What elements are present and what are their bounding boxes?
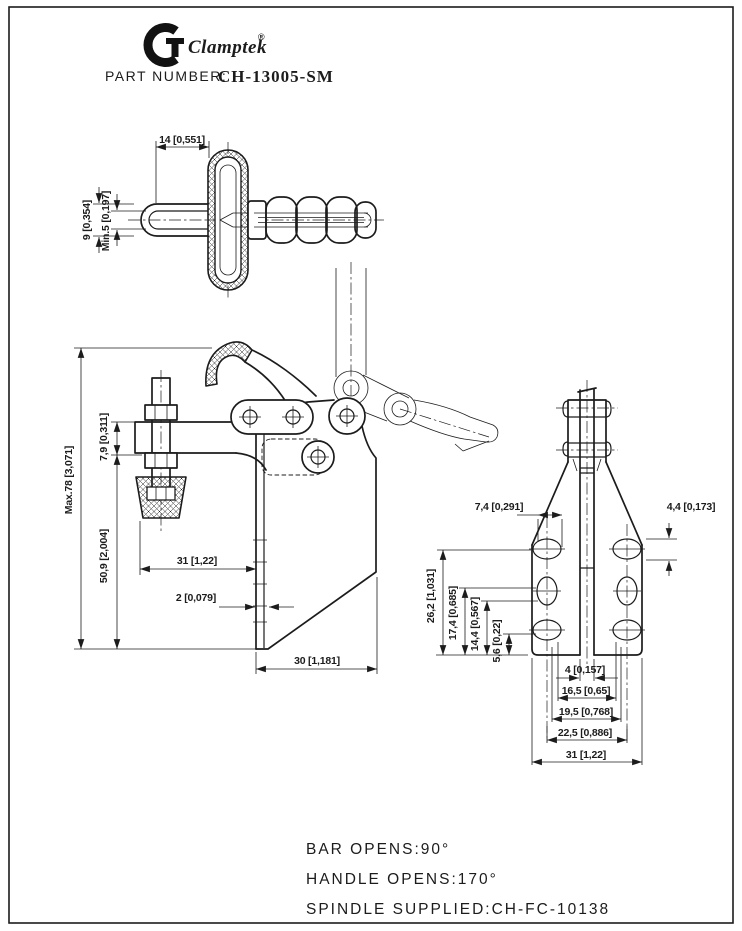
sheet-border <box>8 6 734 924</box>
plate-serrations <box>253 539 267 623</box>
bar-bore <box>148 210 208 230</box>
dim-label-14: 14 [0,551] <box>159 134 205 146</box>
ext-lines-44 <box>646 538 677 561</box>
slot-mid-right <box>616 576 638 606</box>
body-right-edge <box>255 425 377 650</box>
side-view: Max.78 [3,071] 7,9 [0,311] 50,9 [2,004] … <box>63 262 499 674</box>
bar-outline <box>140 203 209 237</box>
link-plate <box>230 399 314 435</box>
grip-cavity <box>214 156 242 284</box>
brand-header: Clamptek ® PART NUMBER: CH-13005-SM <box>105 23 334 86</box>
hole-crosshairs <box>239 405 358 428</box>
dim-label-min5: Min.5 [0,197] <box>100 191 112 251</box>
threaded-rod <box>254 212 368 228</box>
ext-lines-max78 <box>74 347 256 650</box>
phantom-boss-hole <box>342 379 360 397</box>
dim-label-56: 5,6 [0,22] <box>491 620 503 663</box>
clevis-pin-bumps <box>562 400 612 457</box>
dim-label-144: 14,4 [0,567] <box>469 597 481 651</box>
dim-label-30: 30 [1,181] <box>294 655 340 667</box>
dim-label-509: 50,9 [2,004] <box>98 529 110 583</box>
front-bar-breaks <box>580 467 594 569</box>
front-bar <box>577 387 597 656</box>
registered-mark: ® <box>258 32 265 42</box>
slot-crosshairs <box>529 548 645 631</box>
dim-label-b31: 31 [1,22] <box>566 749 606 761</box>
phantom-link-hole <box>391 400 409 418</box>
ext-lines-9 <box>93 203 134 237</box>
dim-label-79: 7,9 [0,311] <box>98 413 110 461</box>
dim-label-9: 9 [0,354] <box>81 200 93 240</box>
brand-name: Clamptek <box>188 37 267 58</box>
note-bar-opens: BAR OPENS:90° <box>306 841 450 858</box>
front-view: 7,4 [0,291] 4,4 [0,173] 26,2 [1,031] 17,… <box>425 380 716 766</box>
slot-mid-left <box>536 576 558 606</box>
dim-label-74: 7,4 [0,291] <box>475 501 524 513</box>
part-number-label: PART NUMBER: <box>105 68 227 84</box>
clevis-joints <box>568 416 606 458</box>
slot-bottom-left <box>532 619 562 641</box>
ext-lines-b165 <box>557 642 617 701</box>
slot-top-left <box>532 538 562 560</box>
part-number-value: CH-13005-SM <box>218 67 334 86</box>
phantom-open-handle <box>409 399 499 443</box>
rod-end-arc <box>363 212 372 228</box>
ext-lines-b195 <box>551 647 622 722</box>
dim-label-b165: 16,5 [0,65] <box>562 685 611 697</box>
dim-label-262: 26,2 [1,031] <box>425 569 437 623</box>
ext-lines-b4 <box>579 659 595 681</box>
slot-top-right <box>612 538 642 560</box>
rib-2 <box>295 196 328 244</box>
base-left <box>531 544 581 656</box>
rod-tip <box>219 212 252 228</box>
clamptek-logo-icon <box>143 23 184 67</box>
phantom-handle-tip <box>454 440 490 452</box>
slot-bottom-right <box>612 619 642 641</box>
clevis-outline <box>567 399 607 463</box>
notes-block: BAR OPENS:90° HANDLE OPENS:170° SPINDLE … <box>306 841 610 918</box>
front-centerlines <box>546 380 628 742</box>
phantom-handle-vertical <box>335 268 367 377</box>
ext-lines-14 <box>155 141 210 203</box>
dim-label-31: 31 [1,22] <box>177 555 217 567</box>
dim-label-2: 2 [0,079] <box>176 592 216 604</box>
nut-upper-facets <box>154 405 168 420</box>
ext-lines-b31 <box>531 658 643 765</box>
dim-label-b4: 4 [0,157] <box>565 664 605 676</box>
note-spindle-supplied: SPINDLE SUPPLIED:CH-FC-10138 <box>306 901 610 918</box>
handle-end-cap <box>354 201 377 239</box>
top-view: 14 [0,551] 9 [0,354] Min.5 [0,197] <box>81 134 384 298</box>
lever-upper-edge <box>251 349 317 397</box>
spindle-nut-lower <box>144 452 178 469</box>
lower-pivot-cross <box>307 446 329 468</box>
spindle-nut-upper <box>144 404 178 421</box>
ext-lines-74 <box>517 514 563 547</box>
phantom-open-centerline <box>399 408 490 438</box>
rib-1 <box>265 196 298 244</box>
dim-label-44: 4,4 [0,173] <box>667 501 716 513</box>
nut-lower-facets <box>154 453 168 468</box>
ext-lines-left-chain <box>436 549 538 656</box>
rib-3 <box>325 196 358 244</box>
base-right <box>593 544 643 656</box>
dim-label-174: 17,4 [0,685] <box>447 586 459 640</box>
lever-lower-edge <box>244 361 287 403</box>
dim-label-b225: 22,5 [0,886] <box>558 727 612 739</box>
ferrule <box>247 200 267 240</box>
dim-label-b195: 19,5 [0,768] <box>559 706 613 718</box>
foot-nut-facets <box>155 487 167 500</box>
phantom-link-boss <box>383 392 417 426</box>
clevis-weld-ticks <box>572 458 602 472</box>
foot-nut <box>146 486 176 501</box>
ext-lines-min5 <box>111 210 146 230</box>
note-handle-opens: HANDLE OPENS:170° <box>306 871 498 888</box>
dim-label-max78: Max.78 [3,071] <box>63 446 75 514</box>
